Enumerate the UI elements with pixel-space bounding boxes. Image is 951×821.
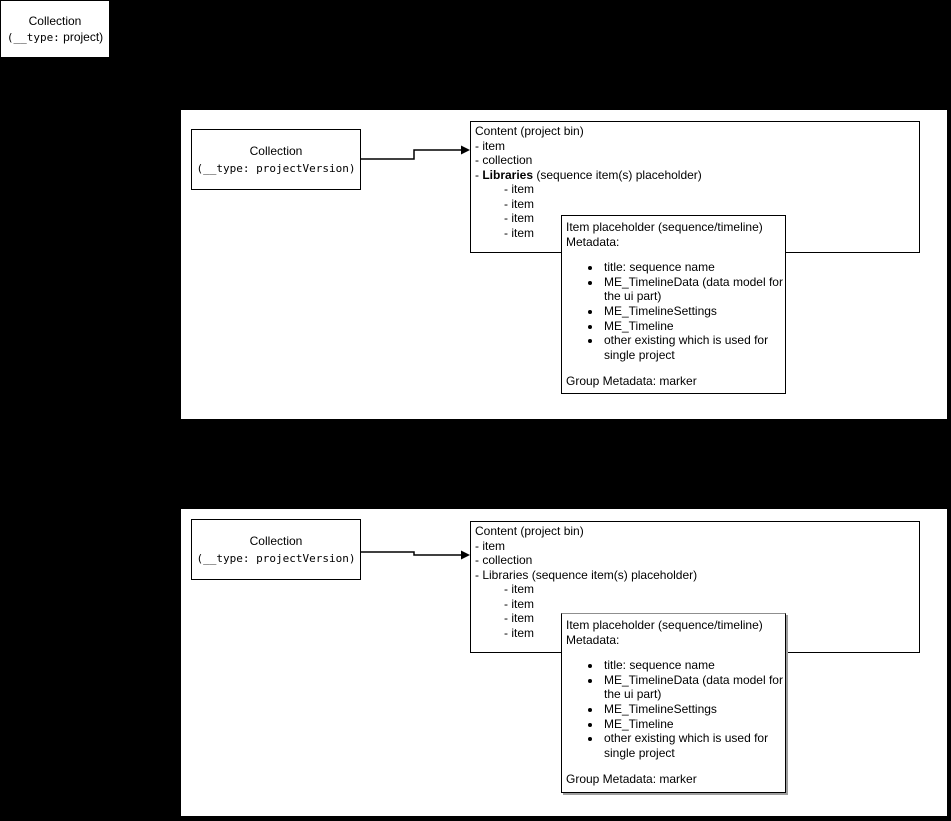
- type-value: project): [63, 29, 104, 44]
- metadata-item: other existing which is used for single …: [602, 731, 783, 760]
- node-title: Collection: [249, 533, 303, 548]
- content-libraries-line: - Libraries (sequence item(s) placeholde…: [475, 168, 915, 183]
- collection-project-node: Collection (__type: project): [0, 0, 110, 58]
- metadata-item: ME_TimelineSettings: [602, 304, 783, 319]
- libraries-label: Libraries: [482, 167, 534, 182]
- content-title: Content (project bin): [475, 124, 584, 138]
- item-placeholder-node: Item placeholder (sequence/timeline) Met…: [561, 613, 786, 793]
- type-prefix: (__type:: [6, 30, 60, 44]
- collection-projectversion-node: Collection (__type: projectVersion): [191, 519, 361, 580]
- node-type-line: (__type: project): [7, 29, 103, 46]
- item-placeholder-title: Item placeholder (sequence/timeline): [566, 220, 763, 234]
- metadata-list: title: sequence name ME_TimelineData (da…: [566, 658, 783, 760]
- type-prefix: (__type:: [196, 551, 250, 565]
- dash: -: [475, 167, 483, 182]
- library-sub-items: - item - item - item - item: [475, 182, 915, 240]
- libraries-note: (sequence item(s) placeholder): [533, 167, 702, 182]
- metadata-item: ME_TimelineSettings: [602, 702, 783, 717]
- sub-item: - item: [504, 582, 534, 596]
- content-title: Content (project bin): [475, 524, 584, 538]
- metadata-item: title: sequence name: [602, 658, 783, 673]
- sub-item: - item: [504, 596, 534, 611]
- node-title: Collection: [249, 143, 303, 158]
- item-placeholder-node: Item placeholder (sequence/timeline) Met…: [561, 215, 786, 394]
- metadata-item: ME_Timeline: [602, 717, 783, 732]
- library-sub-items: - item - item - item - item: [475, 582, 915, 640]
- content-item: - collection: [475, 553, 533, 567]
- group-metadata-label: Group Metadata: marker: [566, 772, 697, 787]
- item-placeholder-subtitle: Metadata:: [566, 632, 620, 647]
- metadata-item: title: sequence name: [602, 260, 783, 275]
- content-item: - item: [475, 138, 505, 153]
- sub-item: - item: [504, 211, 534, 225]
- node-type-line: (__type: projectVersion): [197, 550, 356, 567]
- libraries-note: (sequence item(s) placeholder): [528, 567, 698, 582]
- node-type-line: (__type: projectVersion): [197, 160, 356, 177]
- metadata-list: title: sequence name ME_TimelineData (da…: [566, 260, 783, 362]
- group-metadata-label: Group Metadata: marker: [566, 374, 697, 389]
- content-item: - item: [475, 538, 505, 553]
- type-prefix: (__type:: [196, 161, 250, 175]
- item-placeholder-title: Item placeholder (sequence/timeline): [566, 618, 763, 632]
- content-project-bin-node: Content (project bin) - item - collectio…: [470, 121, 920, 253]
- sub-item: - item: [504, 625, 534, 640]
- sub-item: - item: [504, 611, 534, 625]
- type-value: projectVersion): [256, 551, 356, 565]
- project-version-group-1: Collection (__type: projectVersion) Cont…: [181, 110, 947, 419]
- content-item: - collection: [475, 153, 533, 167]
- libraries-label: Libraries: [482, 567, 529, 582]
- metadata-item: ME_Timeline: [602, 319, 783, 334]
- dash: -: [475, 567, 483, 582]
- metadata-item: other existing which is used for single …: [602, 333, 783, 362]
- sub-item: - item: [504, 182, 534, 196]
- sub-item: - item: [504, 225, 534, 240]
- content-libraries-line: - Libraries (sequence item(s) placeholde…: [475, 568, 915, 583]
- sub-item: - item: [504, 196, 534, 211]
- item-placeholder-subtitle: Metadata:: [566, 234, 620, 249]
- type-value: projectVersion): [256, 161, 356, 175]
- metadata-item: ME_TimelineData (data model for the ui p…: [602, 673, 783, 702]
- node-title: Collection: [28, 13, 82, 28]
- project-version-group-2: Collection (__type: projectVersion) Cont…: [181, 509, 947, 816]
- metadata-item: ME_TimelineData (data model for the ui p…: [602, 275, 783, 304]
- collection-projectversion-node: Collection (__type: projectVersion): [191, 129, 361, 190]
